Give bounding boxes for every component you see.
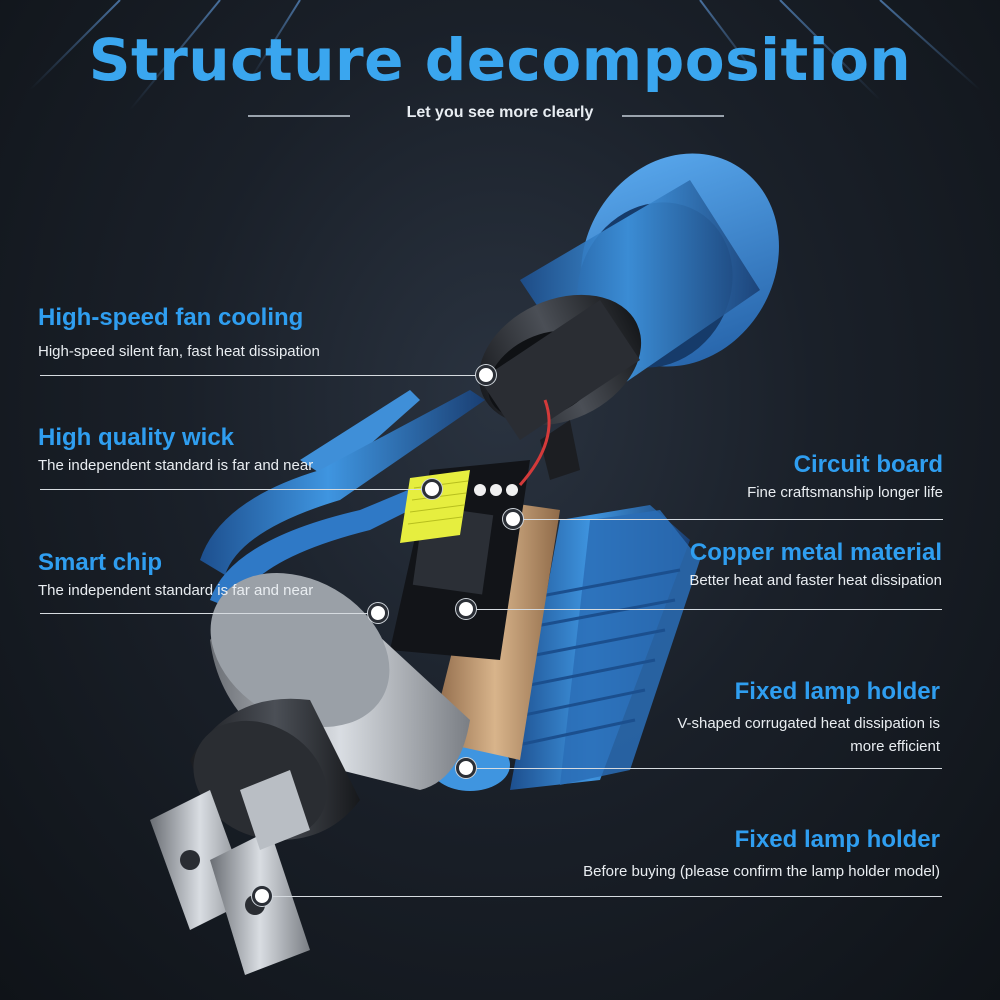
subtitle-row: Let you see more clearly [0,104,1000,128]
left-heatsink-wing [200,390,485,610]
callout-desc: The independent standard is far and near [38,457,314,474]
callout-title: Circuit board [793,451,943,478]
callout-copper: Copper metal material Better heat and fa… [689,539,942,592]
subtitle-rule-right [622,115,724,117]
page-title: Structure decomposition [88,26,912,94]
callout-desc: Fine craftsmanship longer life [747,484,943,501]
callout-fixed-lamp-holder-1: Fixed lamp holder V-shaped corrugated he… [677,678,940,758]
callout-wick: High quality wick The independent standa… [38,424,313,477]
callout-circuit-board: Circuit board Fine craftsmanship longer … [747,451,943,504]
marker-dot-copper [456,599,476,619]
callout-fan-cooling: High-speed fan cooling High-speed silent… [38,304,320,363]
callout-desc: High-speed silent fan, fast heat dissipa… [38,343,320,360]
marker-dot-fan [476,365,496,385]
callout-title: Smart chip [38,549,163,576]
callout-desc: Before buying (please confirm the lamp h… [583,863,940,880]
marker-dot-holder1 [456,758,476,778]
callout-desc: The independent standard is far and near [38,582,314,599]
leader-line-holder1 [466,768,942,769]
callout-desc: Better heat and faster heat dissipation [689,572,942,589]
fan [478,294,642,480]
leader-line-wick [40,489,432,490]
marker-dot-holder2 [252,886,272,906]
callout-title: Fixed lamp holder [734,678,940,705]
marker-dot-chip [368,603,388,623]
callout-title: High quality wick [38,424,235,451]
leader-line-fan [40,375,486,376]
leader-line-circuit [513,519,943,520]
callout-title: High-speed fan cooling [38,304,304,331]
callout-fixed-lamp-holder-2: Fixed lamp holder Before buying (please … [583,826,940,883]
callout-smart-chip: Smart chip The independent standard is f… [38,549,313,602]
subtitle-rule-left [248,115,350,117]
right-heatsink-fins [430,505,700,791]
page-subtitle: Let you see more clearly [406,104,594,121]
leader-line-holder2 [262,896,942,897]
callout-title: Fixed lamp holder [734,826,940,853]
callout-title: Copper metal material [689,539,942,566]
leader-line-chip [40,613,378,614]
callout-desc-line1: V-shaped corrugated heat dissipation is [677,715,940,732]
leader-line-copper [466,609,942,610]
callout-desc-line2: more efficient [850,738,940,755]
marker-dot-circuit [503,509,523,529]
lamp-base [190,572,470,840]
marker-dot-wick [422,479,442,499]
